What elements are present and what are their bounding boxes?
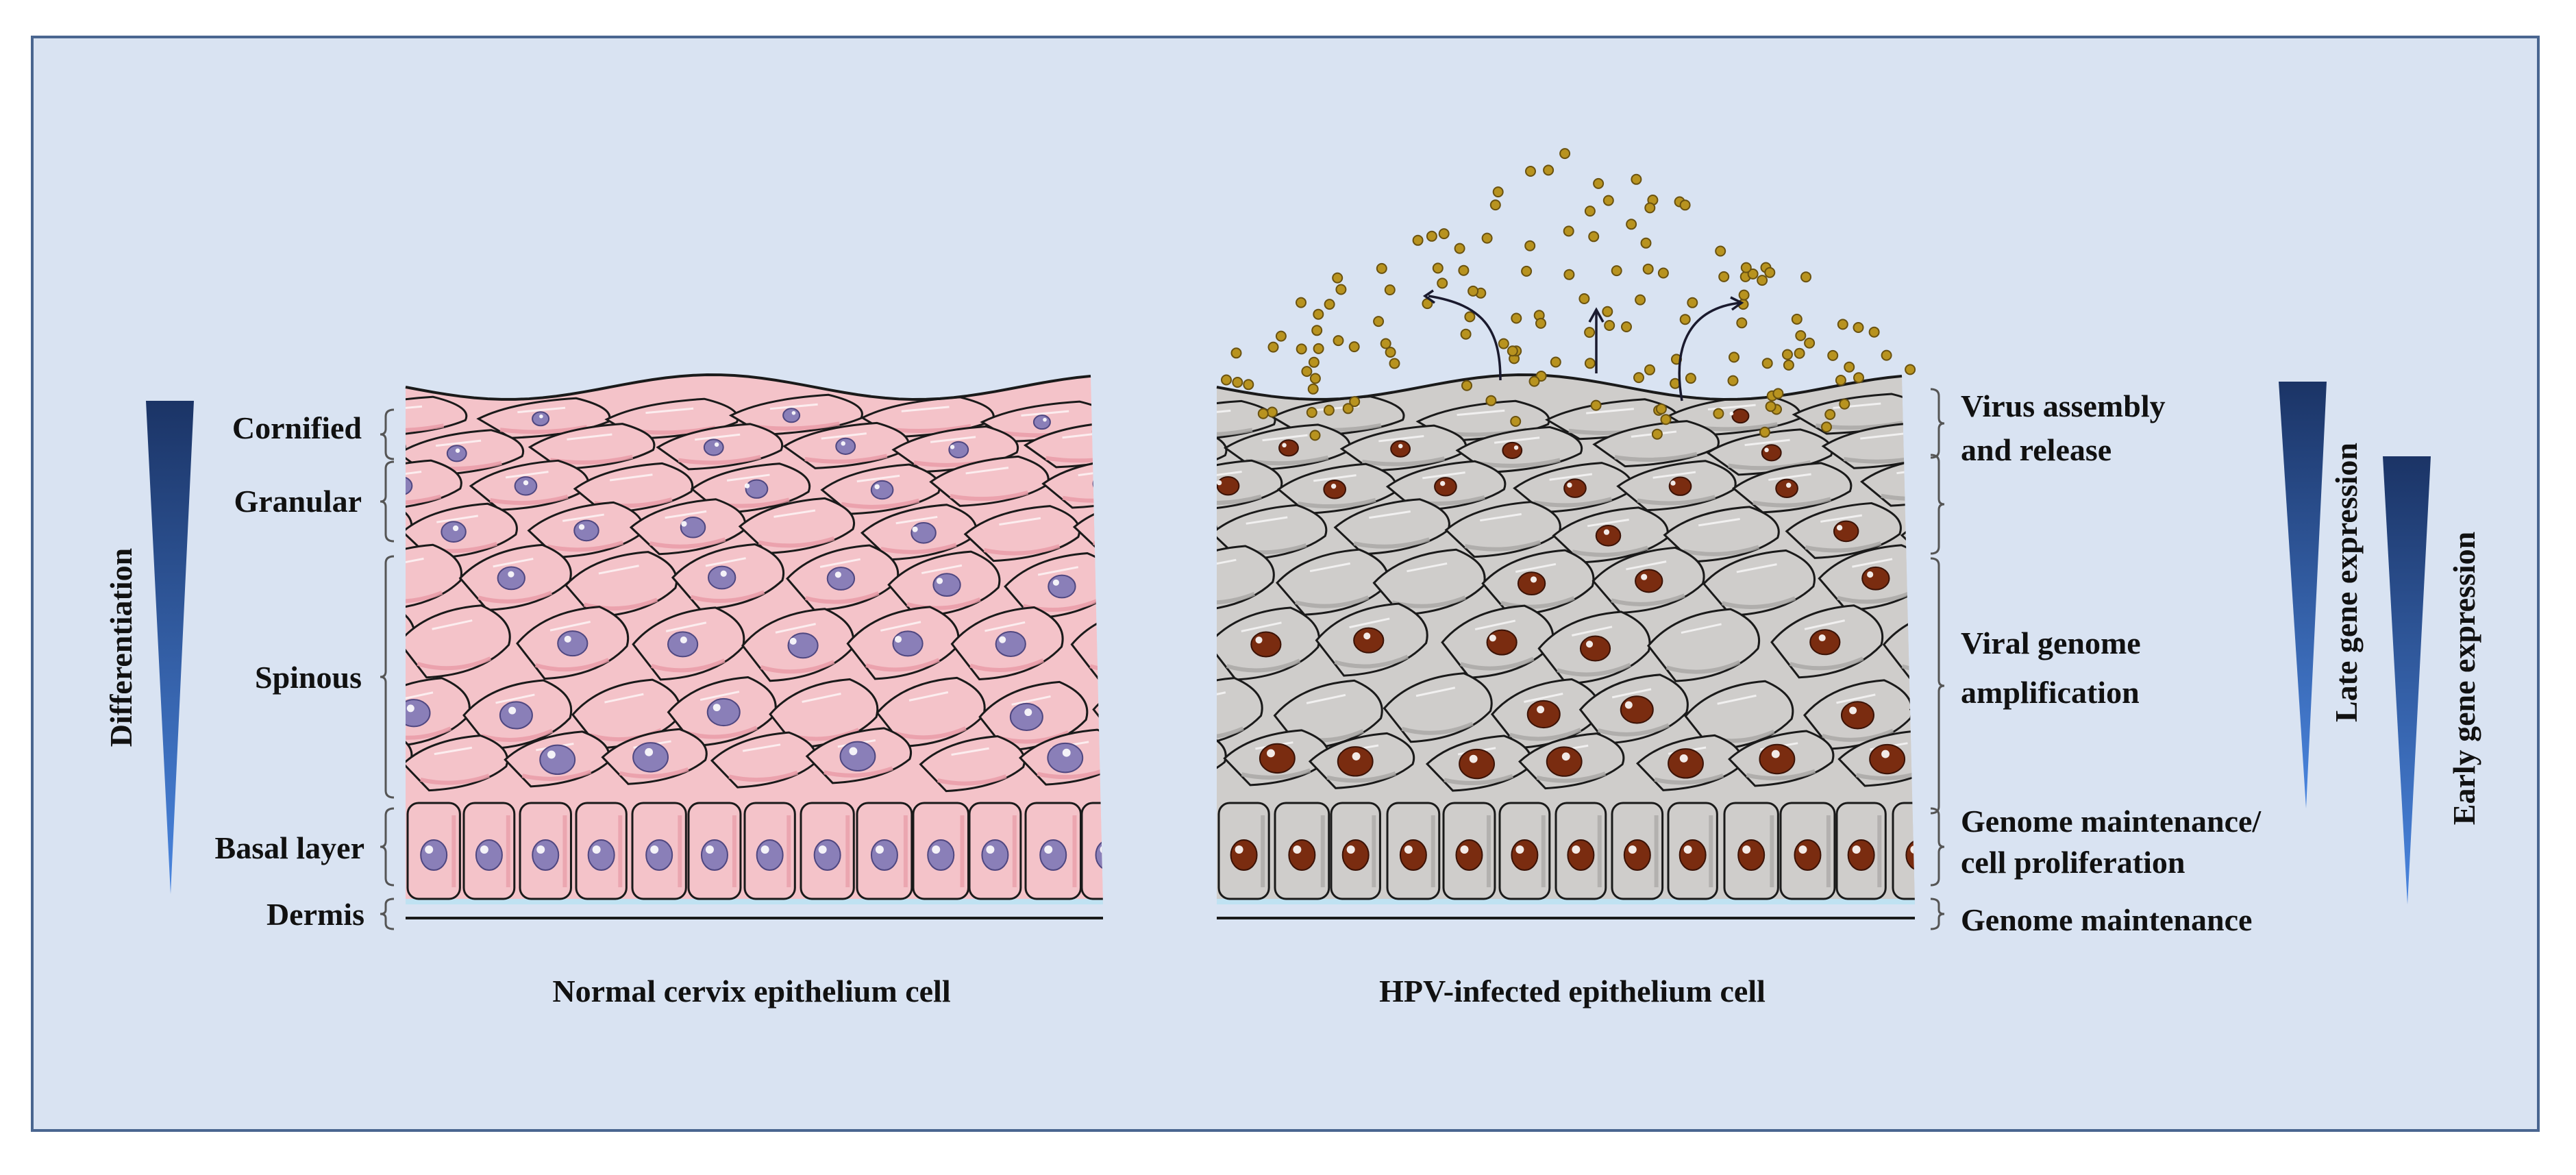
- differentiation-label: Differentiation: [103, 548, 138, 747]
- late-gene-label: Late gene expression: [2329, 443, 2364, 722]
- stage-maintenance-line1: Genome maintenance/: [1961, 804, 2262, 839]
- dermis-strip: [1217, 899, 1915, 904]
- dermis-strip: [406, 899, 1103, 904]
- differentiation-gradient: [146, 401, 194, 894]
- layer-label-granular: Granular: [234, 484, 362, 519]
- release-arrows: [1422, 289, 1744, 401]
- infected-epithelium-illustration: [1216, 373, 1915, 919]
- layer-label-cornified: Cornified: [232, 410, 362, 445]
- stage-maintenance-line2: cell proliferation: [1961, 845, 2185, 880]
- caption-infected: HPV-infected epithelium cell: [1379, 974, 1766, 1009]
- virus-particles: [1221, 148, 1916, 441]
- layer-label-spinous: Spinous: [255, 660, 362, 695]
- stage-assembly-line2: and release: [1961, 432, 2111, 467]
- normal-epithelium-illustration: [405, 373, 1103, 919]
- right-brackets: [1930, 388, 1945, 930]
- stage-amplification-line2: amplification: [1961, 675, 2140, 710]
- stage-amplification-line1: Viral genome: [1961, 626, 2141, 660]
- figure-frame: [31, 36, 2540, 1132]
- early-gene-gradient: [2383, 456, 2431, 904]
- late-gene-gradient: [2279, 382, 2327, 808]
- caption-normal: Normal cervix epithelium cell: [552, 974, 950, 1009]
- stage-labels: Virus assembly and release Viral genome …: [1961, 388, 2262, 937]
- layer-label-dermis: Dermis: [267, 897, 364, 932]
- early-gene-label: Early gene expression: [2447, 532, 2481, 825]
- layer-label-basal: Basal layer: [215, 830, 364, 865]
- left-brackets: [380, 408, 395, 930]
- stage-assembly-line1: Virus assembly: [1961, 388, 2166, 423]
- stage-dermis: Genome maintenance: [1961, 902, 2252, 937]
